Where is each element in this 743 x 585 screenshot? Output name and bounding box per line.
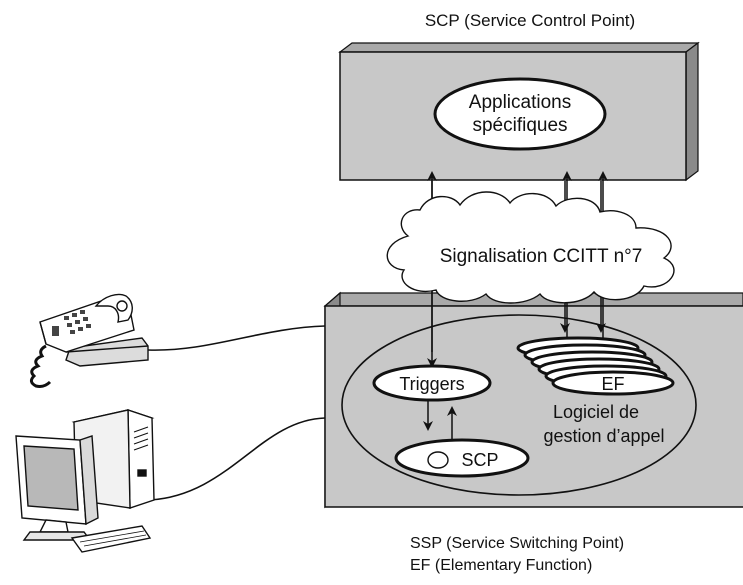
computer-icon — [15, 409, 155, 553]
call-management-label-line1: Logiciel de — [553, 402, 639, 422]
triggers-ellipse: Triggers — [372, 364, 492, 402]
legend-ef: EF (Elementary Function) — [410, 557, 592, 574]
triggers-label: Triggers — [399, 374, 464, 394]
trigger-scp-arrows — [423, 401, 457, 439]
inner-scp-circle-icon — [427, 451, 449, 469]
scp-title: SCP (Service Control Point) — [425, 11, 635, 30]
ef-label: EF — [601, 374, 624, 394]
applications-ellipse: Applications spécifiques — [433, 77, 607, 151]
computer-link — [149, 417, 326, 501]
legend-ssp: SSP (Service Switching Point) — [410, 535, 624, 552]
telephone-icon — [29, 293, 149, 388]
telephone-link — [147, 325, 326, 351]
applications-label-line2: spécifiques — [472, 115, 567, 136]
applications-label-line1: Applications — [469, 92, 571, 113]
ef-stack: EF — [516, 336, 675, 396]
inner-scp-ellipse: SCP — [394, 438, 530, 478]
call-management-label-line2: gestion d’appel — [543, 426, 664, 446]
inner-scp-label: SCP — [461, 450, 498, 470]
signalling-label: Signalisation CCITT n°7 — [440, 246, 643, 267]
signalling-cloud: Signalisation CCITT n°7 — [386, 191, 675, 304]
